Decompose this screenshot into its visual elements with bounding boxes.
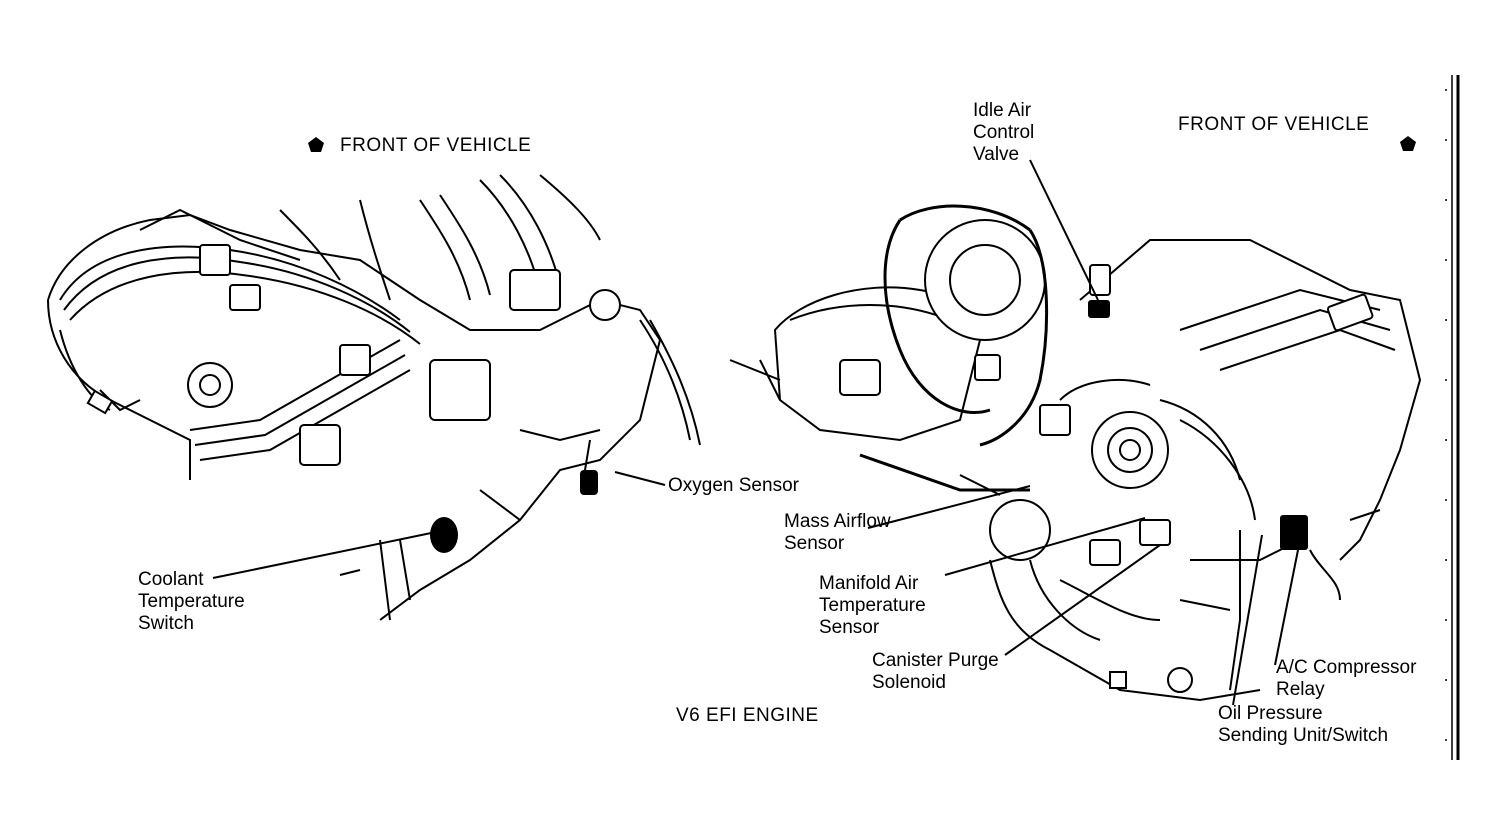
coolant-temperature-switch-label: Coolant Temperature Switch [138, 569, 245, 634]
front-arrow-icon-right [1400, 136, 1416, 151]
oxygen-sensor-leader [614, 471, 666, 486]
ac-compressor-relay-label: A/C Compressor Relay [1276, 657, 1417, 700]
iac-valve-leader [1029, 159, 1099, 301]
right-engine-illustration [729, 136, 1422, 702]
oil-pressure-sending-unit-label: Oil Pressure Sending Unit/Switch [1218, 703, 1389, 746]
left-front-of-vehicle-label: FRONT OF VEHICLE [340, 135, 532, 156]
maf-leader [867, 485, 1031, 529]
manifold-air-temperature-sensor-label: Manifold Air Temperature Sensor [819, 573, 926, 638]
ac-relay-leader [1274, 549, 1299, 666]
coolant-switch-leader [212, 531, 437, 579]
right-front-of-vehicle-label: FRONT OF VEHICLE [1178, 114, 1370, 135]
canister-purge-solenoid-label: Canister Purge Solenoid [872, 650, 999, 693]
canister-leader [1004, 544, 1161, 656]
oxygen-sensor-label: Oxygen Sensor [668, 475, 799, 496]
mat-sensor-leader [944, 517, 1146, 576]
left-engine-illustration [47, 137, 701, 621]
mass-airflow-sensor-label: Mass Airflow Sensor [784, 511, 891, 554]
oil-pressure-leader [1232, 534, 1263, 706]
front-arrow-icon [308, 137, 324, 152]
idle-air-control-valve-label: Idle Air Control Valve [973, 100, 1035, 165]
engine-caption: V6 EFI ENGINE [676, 705, 819, 726]
